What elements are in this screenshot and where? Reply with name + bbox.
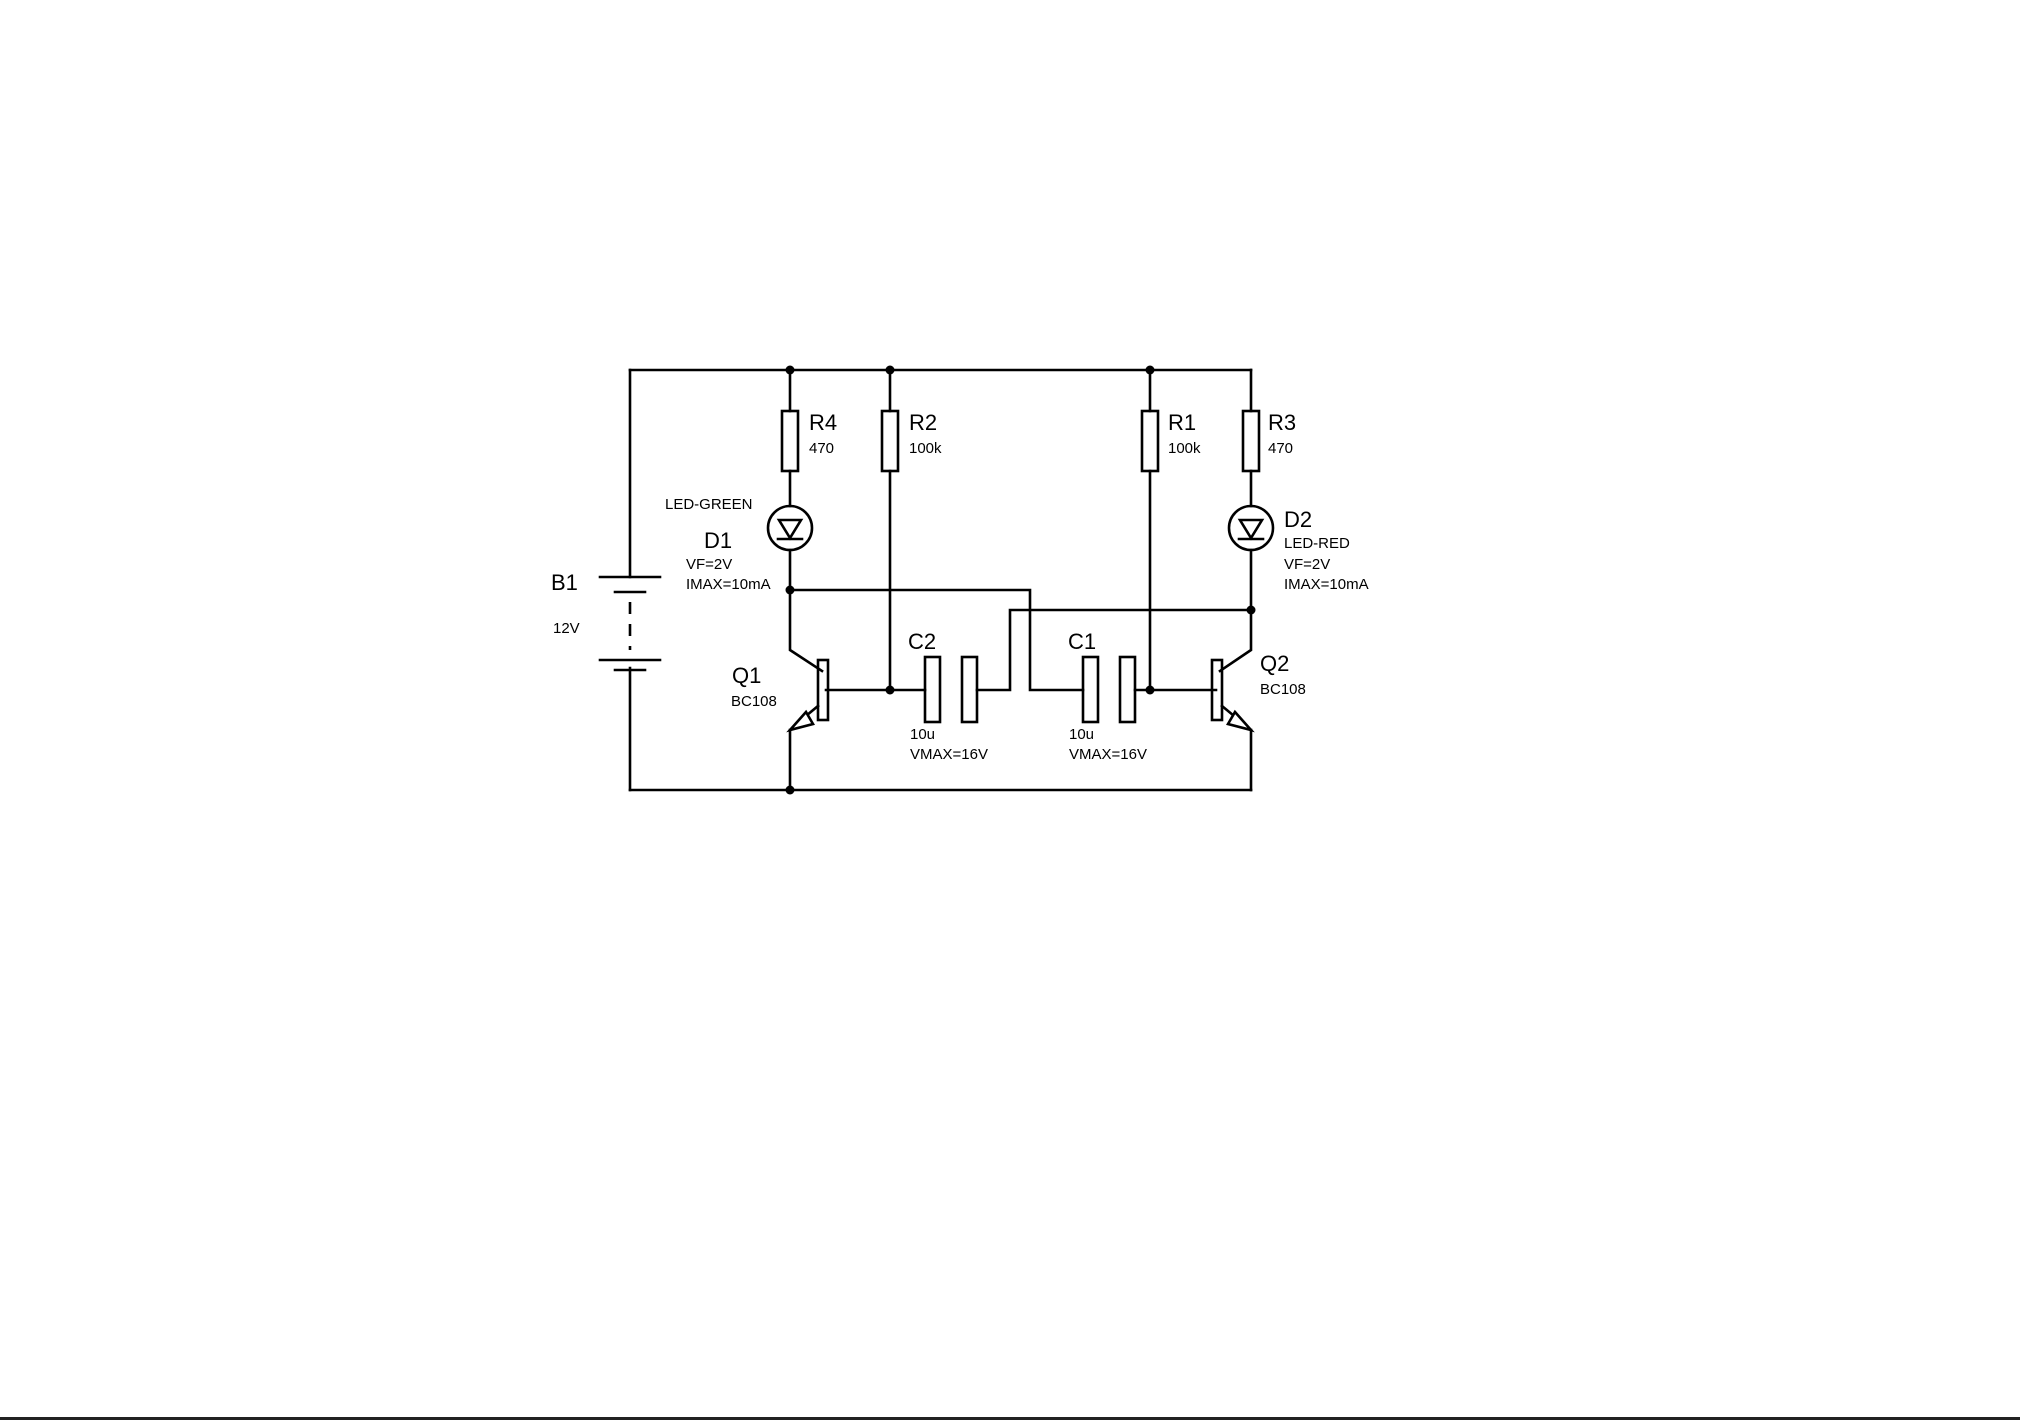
led-d2-triangle bbox=[1237, 518, 1265, 541]
d1-imax-label: IMAX=10mA bbox=[686, 576, 771, 593]
q2-ref-label: Q2 bbox=[1260, 651, 1289, 676]
r2-ref-label: R2 bbox=[909, 410, 937, 435]
capacitor-c2-plate bbox=[960, 655, 979, 724]
junction-dot bbox=[1145, 685, 1155, 695]
transistor-q1-emitter-arrow bbox=[786, 709, 815, 733]
transistor-q1-symbol bbox=[786, 658, 830, 733]
capacitor-c2-symbol bbox=[923, 655, 979, 724]
b1-ref-label: B1 bbox=[551, 570, 578, 595]
d1-vf-label: VF=2V bbox=[686, 556, 732, 573]
resistor-r2 bbox=[880, 409, 900, 473]
r4-ref-label: R4 bbox=[809, 410, 837, 435]
junction-dot bbox=[785, 365, 795, 375]
junction-dot bbox=[785, 585, 795, 595]
c1-ref-label: C1 bbox=[1068, 629, 1096, 654]
r3-ref-label: R3 bbox=[1268, 410, 1296, 435]
transistor-q2-symbol bbox=[1210, 658, 1255, 733]
junction-dot bbox=[1246, 605, 1256, 615]
d2-imax-label: IMAX=10mA bbox=[1284, 576, 1369, 593]
d2-to-q2-collector-wire bbox=[1218, 548, 1253, 673]
capacitor-c2-plate bbox=[923, 655, 942, 724]
junction-group bbox=[785, 365, 1256, 795]
resistor-r4 bbox=[780, 409, 800, 473]
r2-value-label: 100k bbox=[909, 440, 942, 457]
d2-vf-label: VF=2V bbox=[1284, 556, 1330, 573]
junction-dot bbox=[785, 785, 795, 795]
d1-ref-label: D1 bbox=[704, 528, 732, 553]
b1-value-label: 12V bbox=[553, 620, 580, 637]
r1-ref-label: R1 bbox=[1168, 410, 1196, 435]
r3-value-label: 470 bbox=[1268, 440, 1293, 457]
led-d1-triangle bbox=[776, 518, 804, 541]
resistor-r1 bbox=[1140, 409, 1160, 473]
junction-dot bbox=[1145, 365, 1155, 375]
q1-ref-label: Q1 bbox=[732, 663, 761, 688]
c2-value-label: 10u bbox=[910, 726, 935, 743]
c1-vmax-label: VMAX=16V bbox=[1069, 746, 1147, 763]
r4-value-label: 470 bbox=[809, 440, 834, 457]
junction-dot bbox=[885, 685, 895, 695]
capacitor-c1-symbol bbox=[1081, 655, 1137, 724]
d2-ref-label: D2 bbox=[1284, 507, 1312, 532]
d1-to-q1-collector-wire bbox=[788, 548, 824, 673]
q2-model-label: BC108 bbox=[1260, 681, 1306, 698]
q1-model-label: BC108 bbox=[731, 693, 777, 710]
page-bottom-border bbox=[0, 1417, 2020, 1420]
c2-vmax-label: VMAX=16V bbox=[910, 746, 988, 763]
led-d1-circle bbox=[766, 504, 814, 552]
c2-to-q2-collector-wire bbox=[975, 608, 1253, 692]
transistor-q2-emitter-arrow bbox=[1226, 709, 1255, 733]
led-d1-symbol bbox=[766, 504, 814, 552]
capacitor-c1-plate bbox=[1081, 655, 1100, 724]
d1-type-label: LED-GREEN bbox=[665, 496, 753, 513]
transistor-q1-base-bar bbox=[816, 658, 830, 722]
led-d2-symbol bbox=[1227, 504, 1275, 552]
transistor-q2-base-bar bbox=[1210, 658, 1224, 722]
c1-value-label: 10u bbox=[1069, 726, 1094, 743]
resistor-r3 bbox=[1241, 409, 1261, 473]
led-d2-circle bbox=[1227, 504, 1275, 552]
c2-ref-label: C2 bbox=[908, 629, 936, 654]
d2-type-label: LED-RED bbox=[1284, 535, 1350, 552]
junction-dot bbox=[885, 365, 895, 375]
r1-value-label: 100k bbox=[1168, 440, 1201, 457]
battery-symbol bbox=[598, 575, 662, 672]
q1-collector-to-c1-wire bbox=[788, 588, 1085, 692]
capacitor-c1-plate bbox=[1118, 655, 1137, 724]
